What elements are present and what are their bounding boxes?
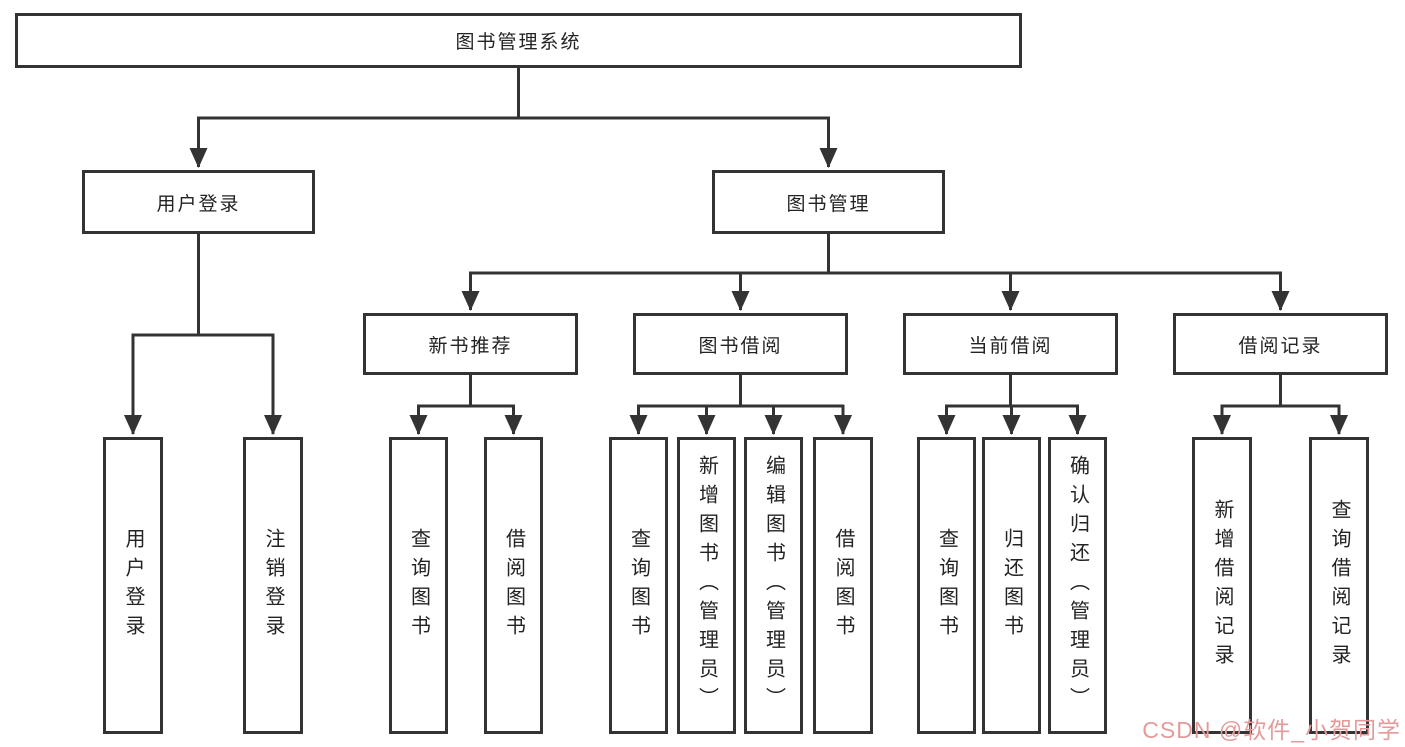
leaf-borrow-query-books-label: 查询图书: [627, 527, 650, 644]
leaf-recommend-query-books-label: 查询图书: [407, 527, 430, 644]
leaf-current-return-books: 归还图书: [982, 437, 1041, 734]
connectors-user-login: [124, 234, 282, 435]
node-borrowing-records: 借阅记录: [1173, 313, 1388, 375]
leaf-borrow-borrow-books: 借阅图书: [813, 437, 873, 734]
watermark: CSDN @软件_小贺同学: [1142, 717, 1401, 743]
connectors-new-book-recommendation: [409, 375, 523, 435]
node-book-borrowing: 图书借阅: [633, 313, 848, 375]
leaf-borrow-edit-books-admin: 编辑图书（管理员）: [744, 437, 803, 734]
leaf-borrow-edit-books-admin-label: 编辑图书（管理员）: [762, 455, 785, 716]
leaf-current-query-books-label: 查询图书: [935, 527, 958, 644]
leaf-logout-label: 注销登录: [262, 527, 284, 644]
node-library-management-system: 图书管理系统: [15, 13, 1022, 68]
node-current-borrowing: 当前借阅: [903, 313, 1118, 375]
leaf-current-confirm-return-admin: 确认归还（管理员）: [1048, 437, 1107, 734]
leaf-user-login-label: 用户登录: [122, 527, 144, 644]
leaf-records-query-record: 查询借阅记录: [1309, 437, 1369, 734]
leaf-records-query-record-label: 查询借阅记录: [1328, 498, 1350, 673]
connectors-current-borrowing: [937, 375, 1087, 435]
leaf-records-add-record-label: 新增借阅记录: [1211, 498, 1233, 673]
node-new-book-recommendation: 新书推荐: [363, 313, 578, 375]
leaf-borrow-borrow-books-label: 借阅图书: [832, 527, 854, 644]
leaf-current-query-books: 查询图书: [917, 437, 976, 734]
leaf-borrow-add-books-admin-label: 新增图书（管理员）: [695, 455, 718, 716]
leaf-current-confirm-return-admin-label: 确认归还（管理员）: [1066, 455, 1089, 716]
connectors-book-borrowing: [629, 375, 852, 435]
connectors-borrowing-records: [1213, 375, 1348, 435]
leaf-recommend-borrow-books: 借阅图书: [484, 437, 543, 734]
node-book-management: 图书管理: [712, 170, 945, 234]
leaf-user-login: 用户登录: [103, 437, 163, 734]
node-user-login: 用户登录: [82, 170, 315, 234]
leaf-recommend-query-books: 查询图书: [389, 437, 448, 734]
leaf-borrow-add-books-admin: 新增图书（管理员）: [677, 437, 736, 734]
connectors-book-management: [461, 234, 1290, 311]
leaf-current-return-books-label: 归还图书: [1000, 527, 1023, 644]
leaf-records-add-record: 新增借阅记录: [1192, 437, 1252, 734]
connectors-root: [189, 68, 838, 168]
leaf-borrow-query-books: 查询图书: [609, 437, 668, 734]
leaf-recommend-borrow-books-label: 借阅图书: [502, 527, 525, 644]
leaf-logout: 注销登录: [243, 437, 303, 734]
